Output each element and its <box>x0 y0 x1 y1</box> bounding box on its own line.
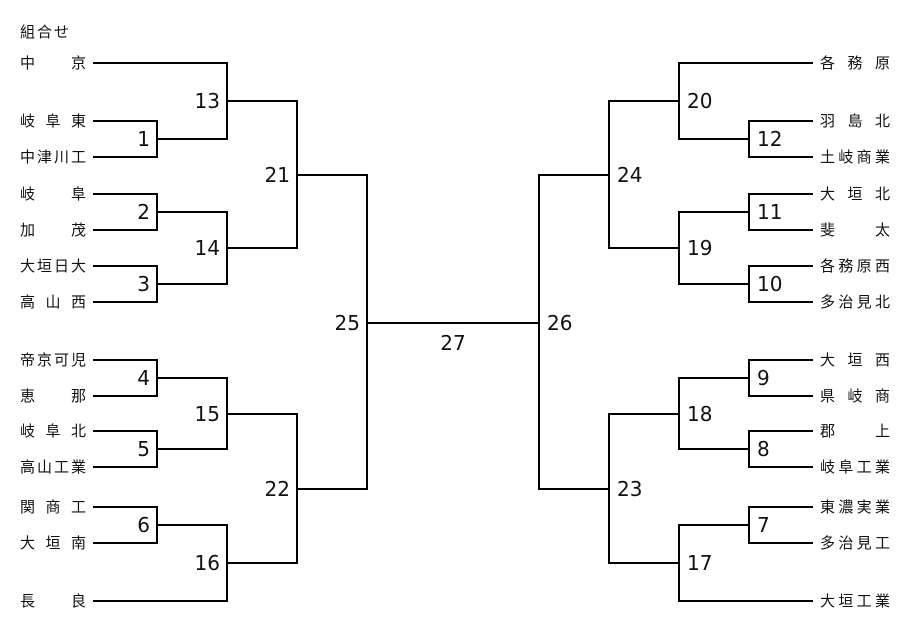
match-number-13: 13 <box>194 89 220 113</box>
team-label-kakamigahara-nishi: 各務原西 <box>820 257 890 275</box>
team-label-ogaki-nishi: 大垣西 <box>820 351 890 369</box>
match-number-6: 6 <box>137 513 150 537</box>
team-label-takayama-tech: 高山工業 <box>20 458 86 476</box>
team-label-ogaki-nichidai: 大垣日大 <box>20 257 86 275</box>
match-number-3: 3 <box>137 272 150 296</box>
team-label-hashima-kita: 羽島北 <box>820 112 890 130</box>
team-label-gifu-higashi: 岐阜東 <box>20 112 86 130</box>
team-label-ogaki-kita: 大垣北 <box>820 185 890 203</box>
team-label-takayama-nishi: 高山西 <box>20 293 86 311</box>
team-label-toki-shogyo: 土岐商業 <box>820 148 890 166</box>
match-number-26: 26 <box>547 311 573 335</box>
team-label-nagara: 長良 <box>20 592 86 610</box>
match-number-12: 12 <box>757 127 783 151</box>
match-number-1: 1 <box>137 127 150 151</box>
match-number-16: 16 <box>194 551 220 575</box>
match-number-25: 25 <box>334 311 360 335</box>
match-number-24: 24 <box>617 163 643 187</box>
team-label-gifu-kita: 岐阜北 <box>20 422 86 440</box>
team-label-tono-jitsugyo: 東濃実業 <box>820 498 890 516</box>
team-label-seki-shoko: 関商工 <box>20 498 86 516</box>
team-label-chukyo: 中京 <box>20 54 86 72</box>
match-number-15: 15 <box>194 402 220 426</box>
team-label-gifu: 岐阜 <box>20 185 86 203</box>
team-label-ogaki-tech: 大垣工業 <box>820 592 890 610</box>
match-number-7: 7 <box>757 513 770 537</box>
team-label-kakamigahara: 各務原 <box>820 54 890 72</box>
team-label-gifu-tech: 岐阜工業 <box>820 458 890 476</box>
match-number-2: 2 <box>137 200 150 224</box>
match-number-11: 11 <box>757 200 783 224</box>
match-number-19: 19 <box>687 236 713 260</box>
team-label-tajimi-tech: 多治見工 <box>820 534 890 552</box>
page-title: 組合せ <box>20 23 72 41</box>
team-label-kamo: 加茂 <box>20 221 86 239</box>
match-number-20: 20 <box>687 89 713 113</box>
match-number-22: 22 <box>264 477 290 501</box>
match-number-9: 9 <box>757 366 770 390</box>
team-label-tajimi-kita: 多治見北 <box>820 293 890 311</box>
match-number-23: 23 <box>617 477 643 501</box>
match-number-27: 27 <box>440 331 466 355</box>
team-label-teikyo-kani: 帝京可児 <box>20 351 86 369</box>
team-label-ogaki-minami: 大垣南 <box>20 534 86 552</box>
team-label-ena: 恵那 <box>20 387 86 405</box>
match-number-4: 4 <box>137 366 150 390</box>
team-label-gujo: 郡上 <box>820 422 890 440</box>
match-number-5: 5 <box>137 437 150 461</box>
match-number-17: 17 <box>687 551 713 575</box>
team-label-nakatsugawa-tech: 中津川工 <box>20 148 86 166</box>
match-number-18: 18 <box>687 402 713 426</box>
match-number-14: 14 <box>194 236 220 260</box>
team-label-ken-gisho: 県岐商 <box>820 387 890 405</box>
match-number-8: 8 <box>757 437 770 461</box>
match-number-21: 21 <box>264 163 290 187</box>
team-label-hida: 斐太 <box>820 221 890 239</box>
match-number-10: 10 <box>757 272 783 296</box>
